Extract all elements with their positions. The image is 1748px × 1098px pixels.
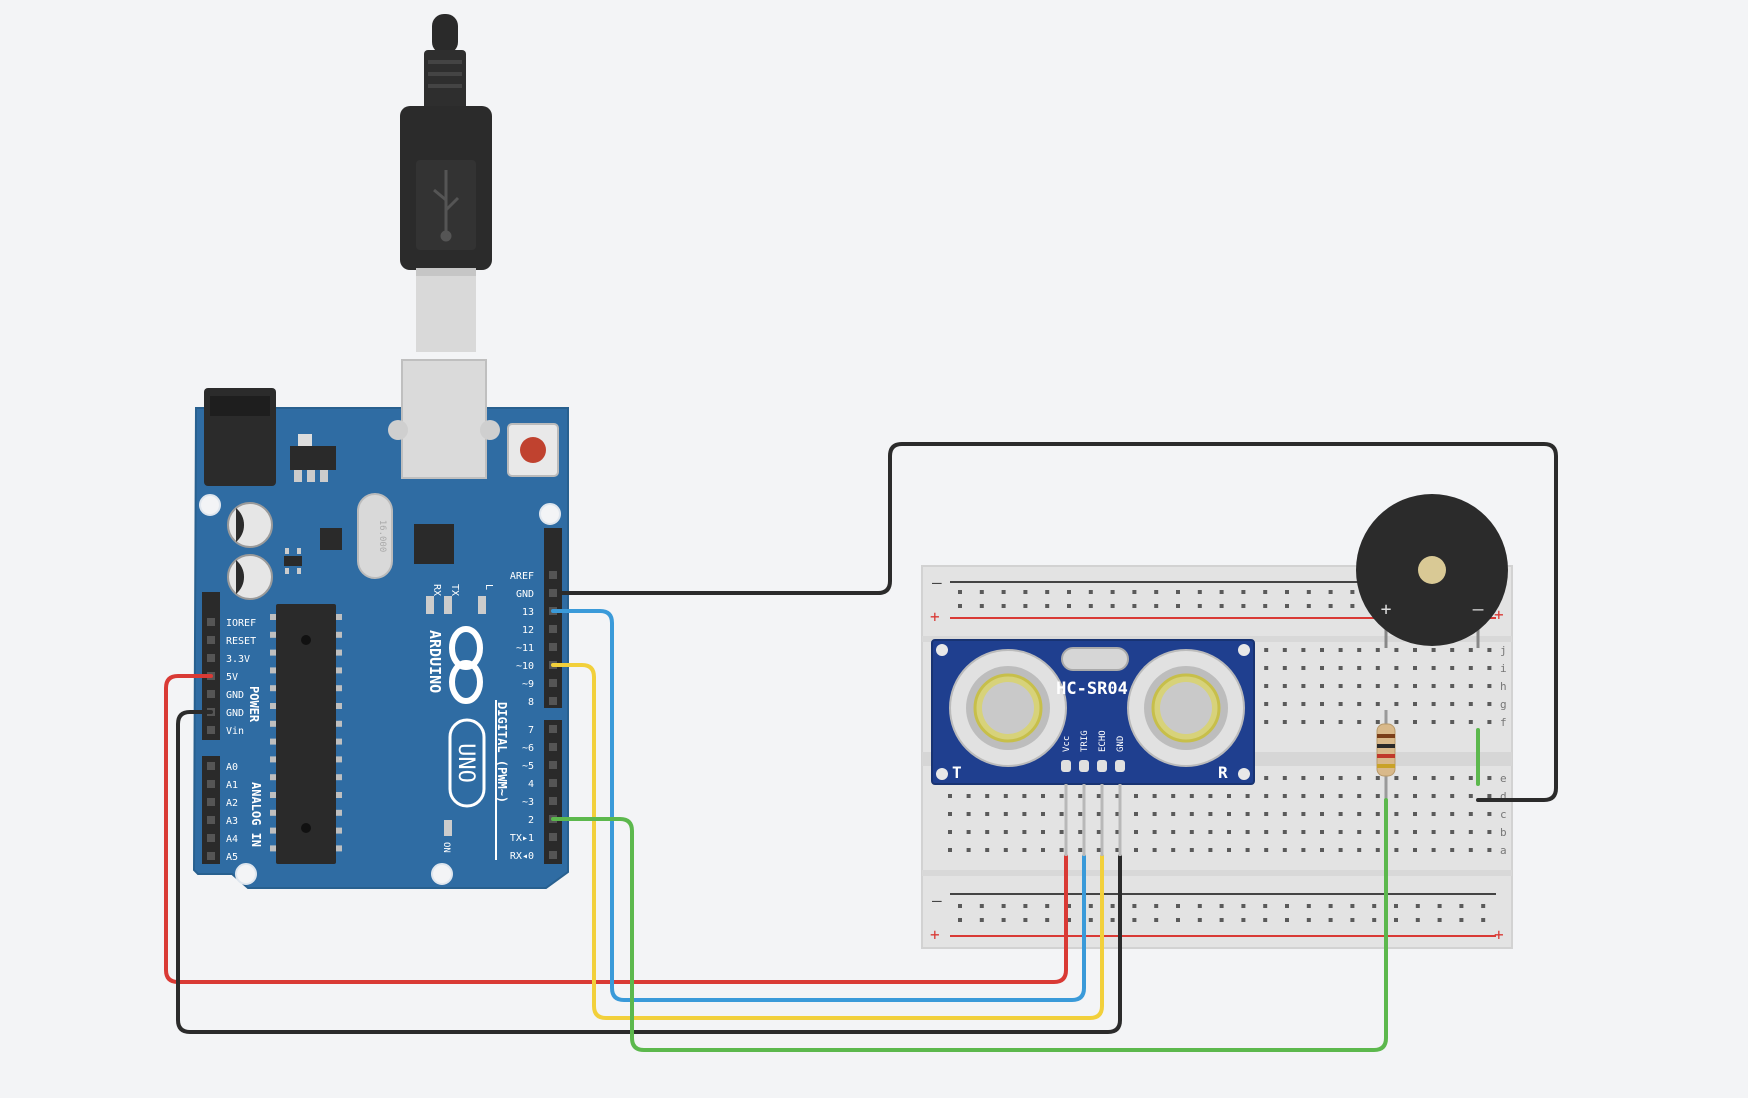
arduino-logo-icon	[449, 626, 483, 704]
atmega-microcontroller	[270, 604, 342, 864]
top-rail-plus-label-right: +	[1494, 605, 1504, 624]
power-pin-label: Vin	[226, 726, 244, 737]
bottom-rail-minus-label: –	[932, 891, 942, 910]
sensor-leads	[1064, 784, 1122, 856]
transmitter-transducer	[949, 649, 1067, 767]
model-label: UNO	[453, 743, 478, 783]
l-led-label: L	[483, 584, 494, 590]
digital-pin-label: 2	[528, 815, 534, 826]
power-label: POWER	[247, 686, 261, 723]
sensor-pin-label: Vcc	[1062, 736, 1072, 752]
sensor-crystal	[1061, 647, 1129, 671]
power-pin-label: GND	[226, 708, 244, 719]
top-rail-plus-label: +	[930, 607, 940, 626]
power-header[interactable]	[202, 592, 220, 740]
piezo-buzzer[interactable]: + –	[1356, 494, 1508, 648]
usb-chip	[414, 524, 454, 564]
row-letter: d	[1500, 790, 1507, 803]
digital-pin-label: ~6	[522, 743, 534, 754]
row-letter: f	[1500, 716, 1507, 729]
digital-pin-label: ~11	[516, 643, 534, 654]
sensor-pin-label: ECHO	[1098, 730, 1108, 752]
power-pin-label: 5V	[226, 672, 238, 683]
digital-header-bottom[interactable]	[544, 720, 562, 864]
analog-pin-label: A1	[226, 780, 238, 791]
arduino-uno-board[interactable]: 16.000 RX TX L ARDUINO UNO	[192, 359, 569, 889]
row-letter: i	[1500, 662, 1507, 675]
digital-pwm-label: DIGITAL (PWM~)	[495, 702, 509, 803]
on-led: ON	[441, 820, 452, 853]
usb-cable[interactable]	[400, 14, 492, 352]
capacitors	[227, 502, 273, 600]
row-letter: g	[1500, 698, 1507, 711]
power-pin-label: RESET	[226, 636, 256, 647]
digital-pin-label: ~3	[522, 797, 534, 808]
digital-pin-label: GND	[516, 589, 534, 600]
wire-5v-to-vcc[interactable]	[164, 674, 1068, 984]
sensor-pin-label: TRIG	[1080, 730, 1090, 752]
row-letter: h	[1500, 680, 1507, 693]
sensor-r-label: R	[1218, 763, 1228, 782]
row-letter: j	[1500, 644, 1507, 657]
wire-gnd-to-buzzer[interactable]	[560, 442, 1558, 802]
row-letter: c	[1500, 808, 1507, 821]
analog-pin-label: A2	[226, 798, 238, 809]
digital-pin-label: RX◂0	[510, 851, 534, 862]
dc-power-jack	[204, 388, 276, 486]
sensor-pin-label: GND	[1116, 736, 1126, 752]
wire-pin2-to-resistor[interactable]	[551, 798, 1388, 1052]
sensor-t-label: T	[952, 763, 962, 782]
resistor[interactable]	[1376, 710, 1396, 800]
power-pin-label: IOREF	[226, 618, 256, 629]
wire-pin13-to-trig[interactable]	[551, 609, 1086, 1002]
voltage-regulator	[290, 434, 336, 482]
analog-pin-label: A3	[226, 816, 238, 827]
brand-label: ARDUINO	[426, 630, 444, 693]
digital-pin-label: ~9	[522, 679, 534, 690]
uno-badge: UNO	[448, 718, 486, 808]
top-rail-minus-label: –	[932, 573, 942, 592]
smd-component	[284, 548, 302, 574]
row-letter: b	[1500, 826, 1507, 839]
digital-pin-label: ~10	[516, 661, 534, 672]
digital-pin-label: 12	[522, 625, 534, 636]
buzzer-minus-label: –	[1473, 599, 1484, 620]
receiver-transducer	[1127, 649, 1245, 767]
reset-button[interactable]	[507, 423, 559, 477]
digital-pin-label: TX▸1	[510, 833, 534, 844]
power-pin-label: 3.3V	[226, 654, 250, 665]
row-letter: e	[1500, 772, 1507, 785]
digital-pin-label: 7	[528, 725, 534, 736]
wire-pin10-to-echo[interactable]	[551, 663, 1104, 1020]
analog-pin-label: A4	[226, 834, 238, 845]
power-pin-label: GND	[226, 690, 244, 701]
sensor-name-label: HC-SR04	[1056, 679, 1128, 699]
on-label: ON	[441, 842, 451, 853]
bottom-rail-plus-label-right: +	[1494, 925, 1504, 944]
tx-label: TX	[449, 584, 460, 596]
digital-pin-label: 13	[522, 607, 534, 618]
analog-header[interactable]	[202, 756, 220, 864]
digital-pin-label: 4	[528, 779, 534, 790]
small-chip	[320, 528, 342, 550]
status-leds: RX TX L	[426, 584, 494, 614]
digital-pin-label: ~5	[522, 761, 534, 772]
digital-pin-label: AREF	[510, 571, 534, 582]
wire-gnd-to-sensor-gnd[interactable]	[176, 710, 1122, 1034]
digital-pin-label: 8	[528, 697, 534, 708]
analog-in-label: ANALOG IN	[249, 782, 263, 847]
crystal-label: 16.000	[377, 520, 387, 553]
row-letter: a	[1500, 844, 1507, 857]
analog-pin-label: A0	[226, 762, 238, 773]
usb-symbol-icon	[433, 170, 460, 242]
bottom-rail-plus-label: +	[930, 925, 940, 944]
usb-b-socket	[388, 359, 500, 479]
hc-sr04-sensor[interactable]: HC-SR04 T R Vcc TRIG ECHO GND	[931, 639, 1255, 785]
rx-label: RX	[431, 584, 442, 596]
buzzer-plus-label: +	[1381, 599, 1392, 620]
analog-pin-label: A5	[226, 852, 238, 863]
crystal-oscillator: 16.000	[357, 493, 393, 579]
